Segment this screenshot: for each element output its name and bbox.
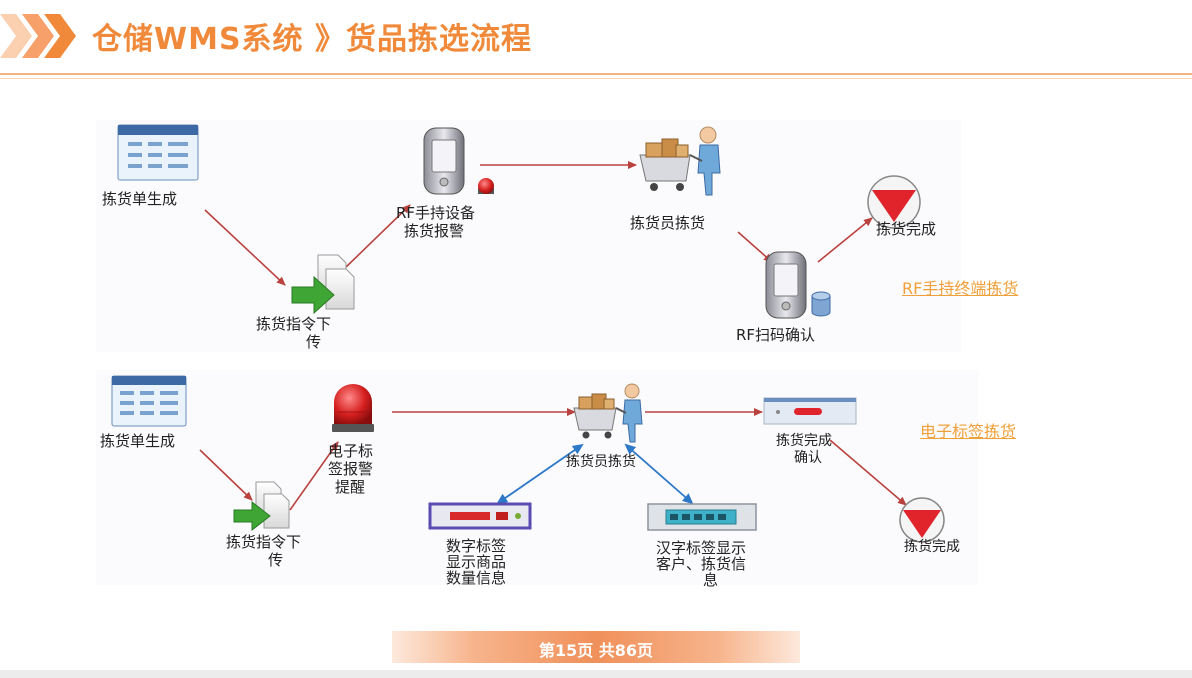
form-icon (117, 124, 199, 181)
flow1-mode-link[interactable]: RF手持终端拣货 (902, 279, 1019, 298)
flow1-picker-label: 拣货员拣货 (630, 214, 706, 232)
flow2-arrows (199, 408, 907, 511)
flow2-pick-order-label-line1: 拣货指令下 (226, 533, 302, 551)
flow2-tag-alert-label-line3: 提醒 (335, 478, 366, 496)
flow2-pick-list-label: 拣货单生成 (100, 432, 176, 450)
arrow-picker-to-scan (737, 231, 773, 263)
bottom-strip (0, 670, 1192, 678)
rf-handheld-icon (423, 127, 465, 195)
done-triangle-icon (899, 497, 945, 543)
flow1-pick-order-label-line2: 传 (306, 333, 322, 351)
flow2-confirm-label-line2: 确认 (794, 450, 822, 466)
arrow-scan-to-done (817, 217, 873, 263)
picker-cart-icon (639, 126, 721, 196)
slide-header: 仓储WMS系统 》货品拣选流程 (0, 0, 1192, 80)
flow2-picker-label: 拣货员拣货 (566, 454, 636, 470)
alarm-beacon-icon (332, 384, 374, 432)
flow1-rf-scan-label: RF扫码确认 (736, 326, 816, 344)
documents-forward-icon (233, 481, 290, 532)
form-icon (111, 375, 187, 427)
arrow2-picker-digital-tag (496, 443, 584, 505)
flow2-chinese-tag-label-line1: 汉字标签显示 (656, 539, 747, 557)
flow1-rf-alert-label-line1: RF手持设备 (396, 204, 476, 222)
flow1-done-label: 拣货完成 (876, 220, 937, 238)
flow1-pick-order-label-line1: 拣货指令下 (256, 315, 332, 333)
database-icon (811, 291, 831, 317)
picker-cart-icon (573, 383, 643, 443)
flow2-done-label: 拣货完成 (904, 539, 960, 555)
arrow-list-to-order (204, 209, 286, 286)
digital-tag-display-icon (428, 502, 532, 530)
page-title: 仓储WMS系统 》货品拣选流程 (92, 22, 532, 57)
flow2-digital-tag-label-line2: 显示商品 (446, 553, 507, 571)
rf-scanner-icon (765, 251, 807, 319)
flow2-confirm-label-line1: 拣货完成 (776, 433, 832, 449)
header-divider (0, 73, 1192, 75)
flow1-pick-list-label: 拣货单生成 (102, 190, 178, 208)
flow2-digital-tag-label-line1: 数字标签 (446, 537, 507, 555)
arrow2-order-to-tag (289, 441, 339, 511)
flow2-pick-order-label-line2: 传 (268, 551, 284, 569)
flow2-chinese-tag-label-line2: 客户、拣货信 (656, 555, 747, 573)
pagination-text: 第15页 共86页 (538, 641, 654, 660)
flow2-mode-link[interactable]: 电子标签拣货 (920, 422, 1017, 441)
flow2-chinese-tag-label-line3: 息 (703, 571, 719, 589)
pagination-bar: 第15页 共86页 (392, 631, 800, 663)
done-triangle-icon (867, 175, 921, 229)
flow1-rf-alert-label-line2: 拣货报警 (404, 222, 465, 240)
alarm-light-icon (478, 178, 494, 194)
flow2-tag-alert-label-line2: 签报警 (328, 460, 374, 478)
header-divider-thin (0, 78, 1192, 79)
chevrons-icon (0, 14, 76, 58)
flow2-tag-alert-label-line1: 电子标 (328, 442, 374, 460)
flow1-arrows (204, 161, 873, 286)
arrow2-confirm-to-done (829, 439, 907, 506)
arrow2-list-to-order (199, 449, 253, 501)
chinese-tag-display-icon (647, 503, 757, 531)
confirm-tag-icon (763, 397, 857, 425)
flow2-digital-tag-label-line3: 数量信息 (446, 569, 507, 587)
documents-forward-icon (291, 254, 355, 315)
arrow2-picker-chinese-tag (624, 443, 694, 505)
arrow-order-to-rf (344, 204, 411, 269)
flow2-blue-arrows (496, 443, 694, 505)
